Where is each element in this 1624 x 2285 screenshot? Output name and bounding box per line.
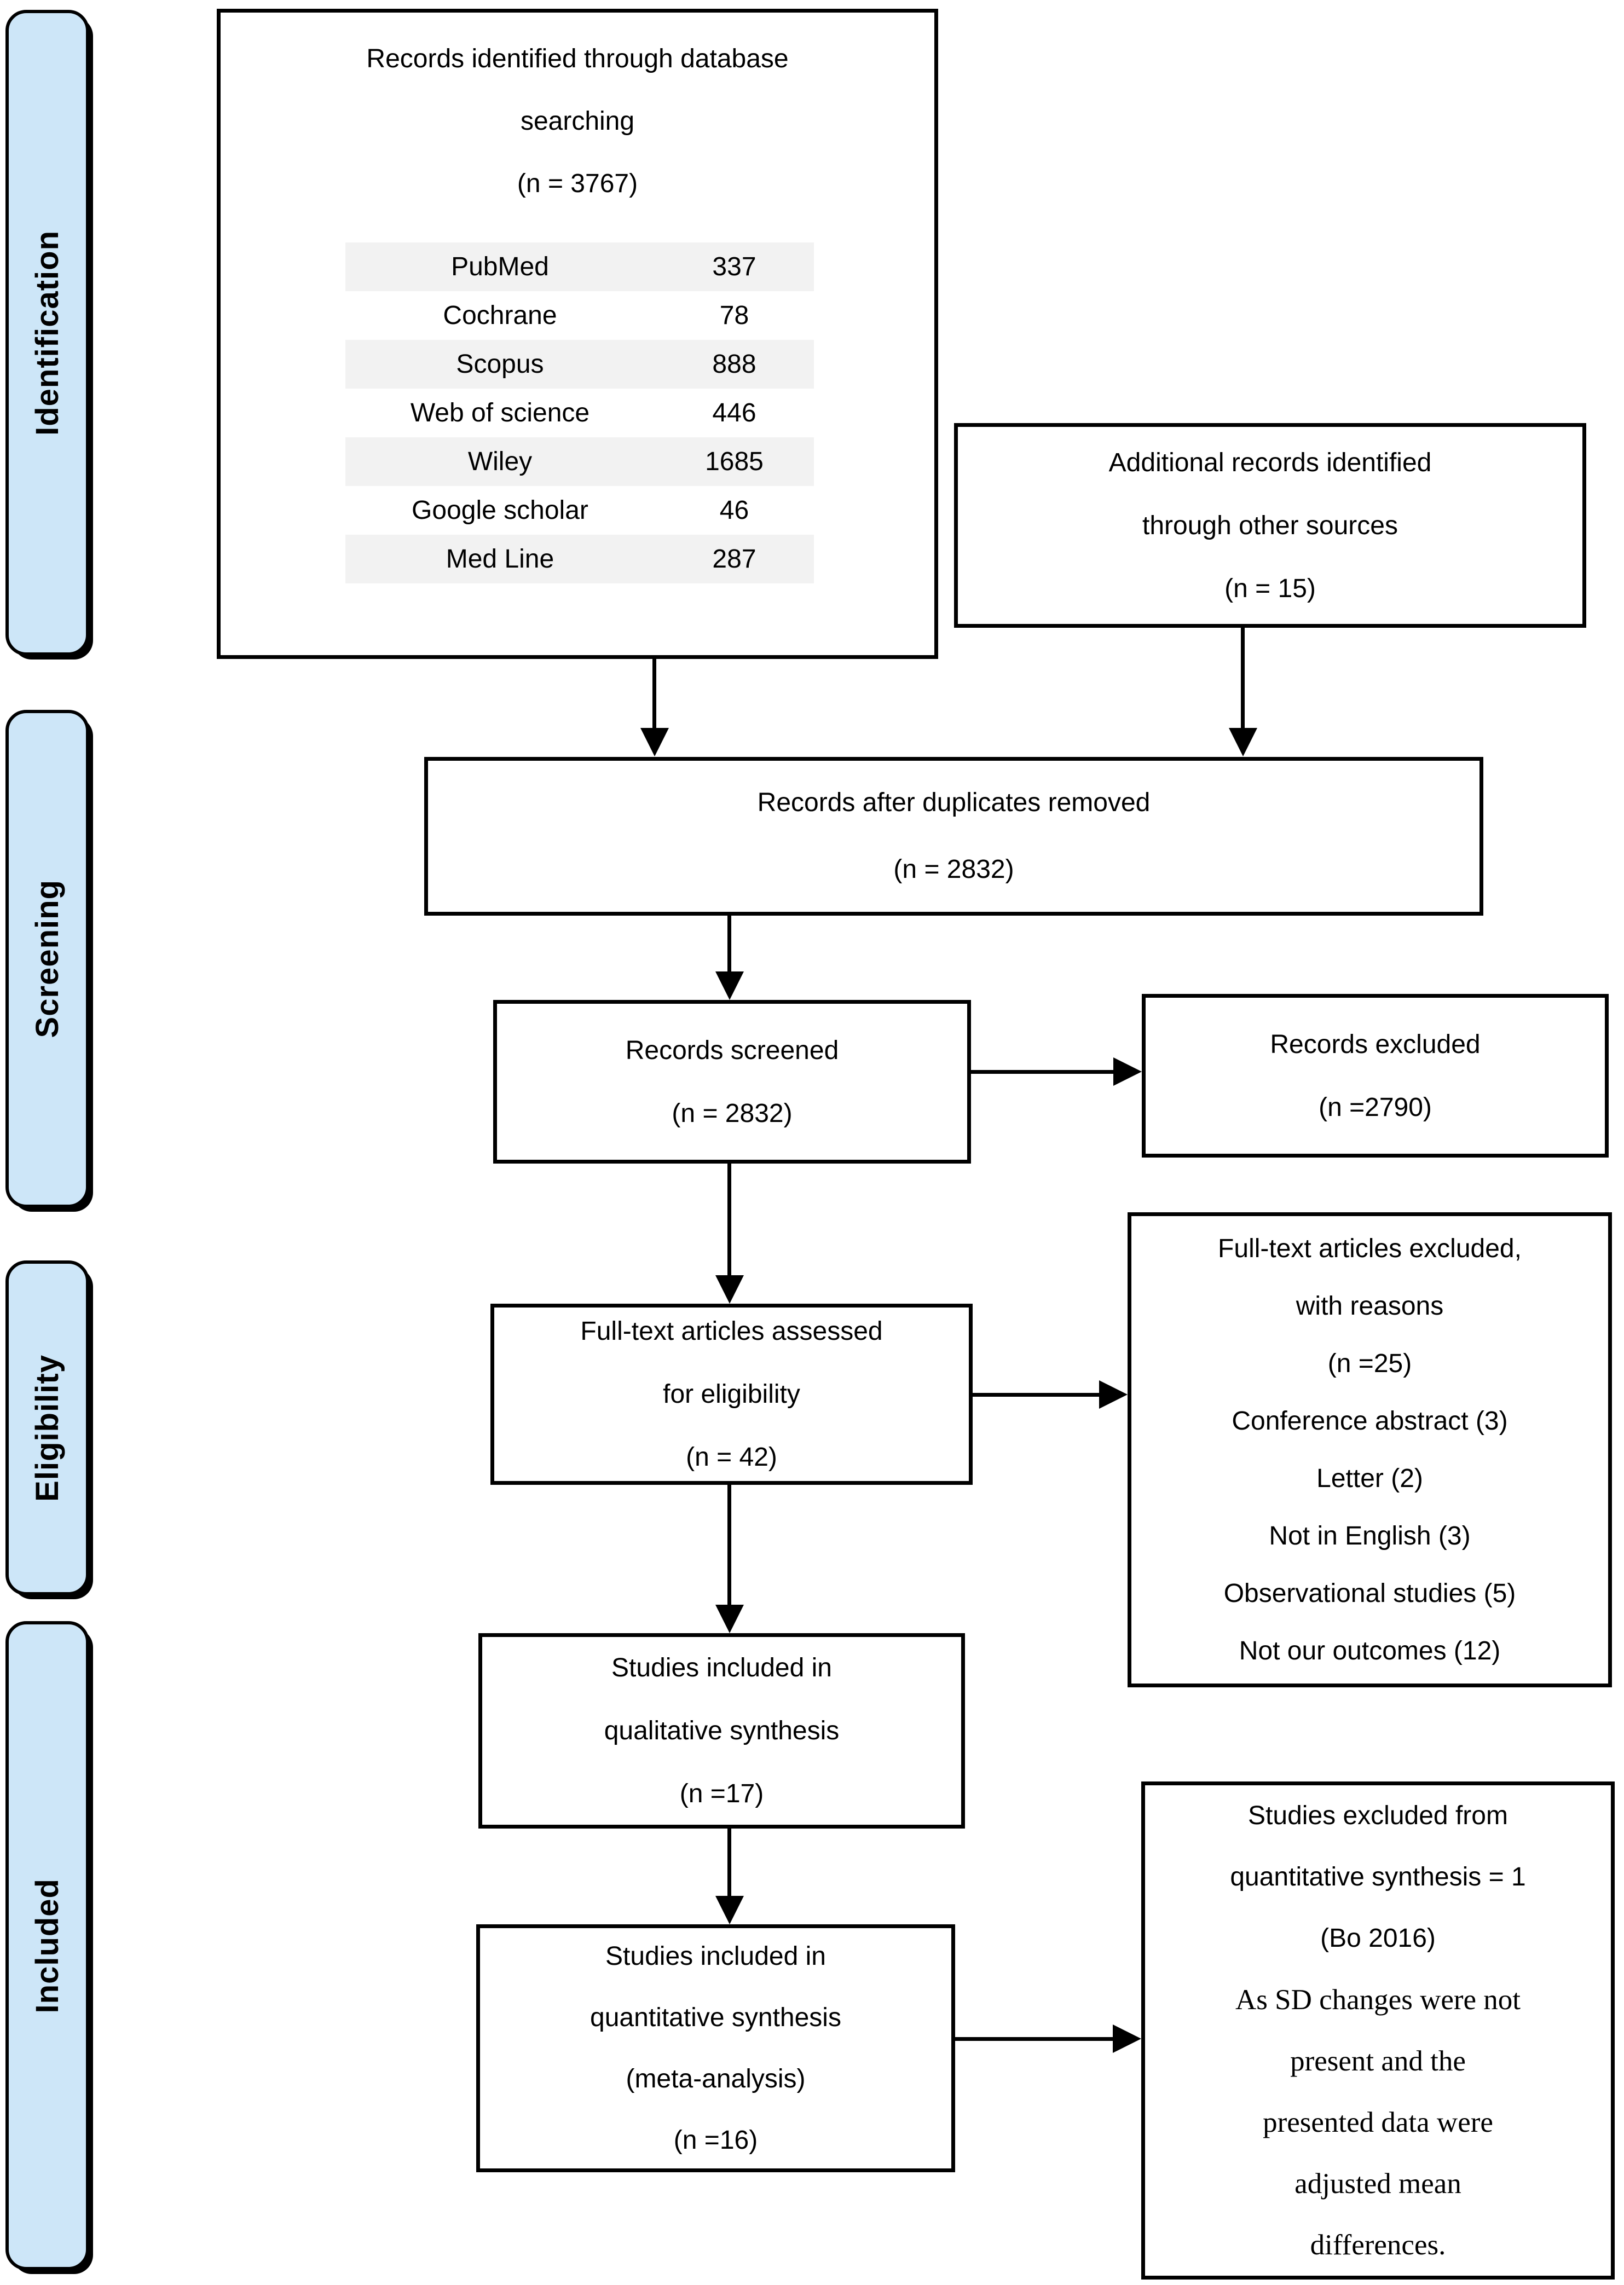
phase-eligibility-label: Eligibility [30,1354,65,1502]
arrow-duplicates-to-screened-head [715,971,744,1000]
box-quantitative-excluded: Studies excluded from quantitative synth… [1141,1781,1615,2280]
box-line: Full-text articles assessed [580,1317,883,1346]
box-line: (meta-analysis) [626,2064,806,2093]
box-line: present and the [1290,2045,1466,2077]
box-line: (n =16) [673,2125,758,2155]
box-line: (n =2790) [1319,1092,1432,1122]
box-line: (n = 3767) [517,169,638,198]
arrow-quantitative-to-excluded-line [955,2037,1116,2041]
box-line: through other sources [1142,511,1398,540]
phase-included: Included [5,1621,89,2270]
source-name-cell: PubMed [451,252,549,281]
database-sources-table: PubMed 337 Cochrane 78 Scopus 888 Web of… [345,242,814,583]
phase-screening: Screening [5,710,89,1208]
box-line: (n = 2832) [893,855,1014,884]
records-identified-title: Records identified through database sear… [366,13,788,215]
phase-screening-label: Screening [30,880,65,1038]
arrow-fulltext-to-ftexcluded-line [973,1393,1102,1397]
source-name-cell: Cochrane [443,301,557,330]
arrow-qualitative-to-quantitative-head [715,1896,744,1924]
box-line: presented data were [1263,2107,1493,2138]
table-row: Cochrane 78 [345,291,814,340]
arrow-duplicates-to-screened-line [727,916,731,975]
arrow-fulltext-to-qualitative-head [715,1605,744,1633]
box-line: Letter (2) [1316,1464,1423,1493]
table-row: Wiley 1685 [345,437,814,486]
source-count-cell: 287 [712,545,756,574]
phase-eligibility: Eligibility [5,1260,89,1595]
box-additional-records: Additional records identified through ot… [954,423,1586,628]
box-line: (n =17) [679,1779,764,1808]
arrow-identified-to-duplicates-line [652,659,656,731]
box-line: Studies included in [611,1653,832,1682]
table-row: Med Line 287 [345,535,814,583]
arrow-fulltext-to-ftexcluded-head [1099,1380,1128,1409]
table-row: Web of science 446 [345,389,814,437]
box-duplicates-removed: Records after duplicates removed (n = 28… [424,757,1483,916]
box-line: As SD changes were not [1235,1984,1521,2016]
box-line: qualitative synthesis [604,1716,840,1745]
box-fulltext-assessed: Full-text articles assessed for eligibil… [490,1304,973,1485]
table-row: PubMed 337 [345,242,814,291]
box-line: quantitative synthesis [590,2003,841,2032]
source-count-cell: 337 [712,252,756,281]
box-line: adjusted mean [1294,2168,1461,2200]
arrow-quantitative-to-excluded-head [1113,2024,1141,2053]
source-count-cell: 1685 [705,447,764,476]
box-records-identified: Records identified through database sear… [217,9,938,659]
box-records-excluded: Records excluded (n =2790) [1142,994,1609,1158]
table-row: Scopus 888 [345,340,814,389]
source-count-cell: 888 [712,350,756,379]
box-line: Studies excluded from [1248,1801,1508,1830]
box-line: Additional records identified [1108,448,1432,477]
arrow-screened-to-fulltext-head [715,1275,744,1304]
box-line: Full-text articles excluded, [1218,1234,1522,1263]
arrow-screened-to-fulltext-line [727,1164,731,1279]
source-name-cell: Scopus [456,350,544,379]
arrow-additional-to-duplicates-line [1241,628,1245,731]
box-line: (Bo 2016) [1320,1924,1436,1953]
box-line: (n = 2832) [672,1098,793,1128]
box-line: (n =25) [1327,1349,1412,1378]
source-name-cell: Wiley [467,447,533,476]
arrow-screened-to-excluded-head [1113,1057,1142,1086]
source-name-cell: Med Line [446,545,554,574]
box-qualitative-synthesis: Studies included in qualitative synthesi… [478,1633,965,1829]
phase-included-label: Included [30,1878,65,2014]
box-line: Not our outcomes (12) [1239,1636,1501,1665]
box-line: (n = 42) [686,1443,777,1472]
phase-identification-label: Identification [30,230,65,436]
box-line: Not in English (3) [1269,1522,1471,1551]
box-line: quantitative synthesis = 1 [1230,1862,1526,1891]
box-line: with reasons [1296,1292,1444,1321]
source-name-cell: Google scholar [412,496,588,525]
box-line: Studies included in [605,1941,826,1971]
phase-identification: Identification [5,10,89,656]
box-line: Records screened [625,1036,839,1065]
box-records-screened: Records screened (n = 2832) [493,1000,971,1164]
box-line: Observational studies (5) [1223,1579,1516,1608]
box-line: searching [520,107,635,136]
arrow-qualitative-to-quantitative-line [727,1829,731,1899]
source-count-cell: 446 [712,398,756,427]
box-line: differences. [1310,2229,1446,2261]
source-count-cell: 78 [719,301,749,330]
table-row: Google scholar 46 [345,486,814,535]
box-line: Conference abstract (3) [1232,1407,1508,1436]
arrow-identified-to-duplicates-head [640,728,669,756]
box-line: Records identified through database [366,44,789,73]
source-name-cell: Web of science [410,398,590,427]
source-count-cell: 46 [719,496,749,525]
box-fulltext-excluded: Full-text articles excluded, with reason… [1128,1212,1612,1687]
box-line: (n = 15) [1224,574,1316,603]
box-line: for eligibility [663,1380,800,1409]
arrow-screened-to-excluded-line [971,1070,1117,1074]
box-quantitative-synthesis: Studies included in quantitative synthes… [476,1924,955,2172]
box-line: Records after duplicates removed [757,788,1151,817]
box-line: Records excluded [1270,1029,1481,1059]
arrow-fulltext-to-qualitative-line [727,1485,731,1608]
arrow-additional-to-duplicates-head [1229,728,1257,756]
